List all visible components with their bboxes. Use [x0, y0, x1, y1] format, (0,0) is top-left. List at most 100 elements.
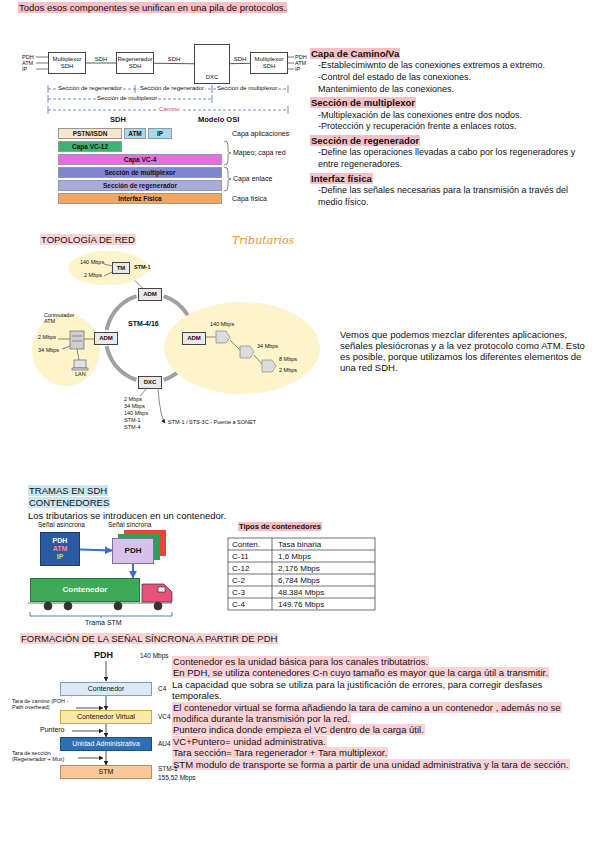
heading: Sección de multiplexor	[310, 97, 594, 109]
text: IP	[22, 66, 27, 72]
text-label: Conmutador ATM	[44, 312, 78, 325]
text-label: Tara de sección (Regenerador + Mux)	[12, 750, 76, 763]
heading: Tara sección= Tara regenerador + Tara mu…	[172, 747, 592, 758]
heading: Todos esos componentes se unifican en un…	[18, 3, 287, 14]
heading: En PDH, se utiliza contenedores C-n cuyo…	[172, 667, 592, 678]
text-label: 155,52 Mbps	[158, 774, 196, 781]
node-box: Regenerador SDH	[116, 52, 154, 74]
tributary-wires	[104, 264, 112, 266]
text: Vemos que podemos mezclar diferentes apl…	[340, 329, 585, 373]
text-label: VC4	[158, 713, 171, 720]
tributary-wires	[84, 339, 94, 340]
text-label: Capa enlace	[233, 175, 272, 183]
text-label: Señal síncrona	[108, 521, 151, 528]
node-text: Contenedor Virtual	[77, 713, 135, 721]
heading: FORMACIÓN DE LA SEÑAL SÍNCRONA A PARTIR …	[20, 634, 278, 645]
text-label: Vemos que podemos mezclar diferentes apl…	[340, 330, 590, 374]
tributary-wires	[206, 337, 216, 338]
overhead-arrows	[76, 708, 103, 709]
connector	[106, 724, 107, 737]
text: Tara de camino (POH - Path overhead)	[12, 698, 68, 710]
connector-label: SDH	[234, 56, 247, 62]
input-wires	[36, 57, 48, 58]
text: Interfaz física	[310, 173, 373, 184]
node-text: Unidad Administrativa	[72, 740, 140, 748]
text: VC4	[158, 713, 171, 720]
heading: Tipos de contenedores	[238, 523, 322, 532]
table-cell: Tasa binaria	[278, 540, 321, 549]
text-label: -Protección y recuperación frente a enla…	[310, 121, 594, 133]
input-wires	[36, 69, 48, 70]
text-label: ATM	[22, 60, 33, 66]
text: CONTENEDORES	[28, 497, 110, 508]
text: STM-1	[134, 264, 151, 270]
text: -Control del estado de las conexiones.	[318, 72, 471, 82]
text: Todos esos componentes se unifican en un…	[18, 2, 287, 13]
text: 2 Mbps	[124, 396, 142, 402]
text: C-11	[232, 552, 249, 561]
connector-label: SDH	[168, 56, 181, 62]
text-label: Señal asíncrona	[38, 521, 85, 528]
text: Sección de regenerador	[57, 85, 123, 91]
demultiplexer-symbols	[240, 346, 254, 358]
heading: Interfaz física	[310, 173, 594, 185]
text-label: 34 Mbps	[257, 343, 278, 349]
text: C-4	[232, 600, 245, 609]
demultiplexer-symbols	[216, 331, 230, 343]
node-text: ADM	[143, 291, 157, 298]
text-label: Sección de regenerador	[139, 85, 205, 92]
table-cell: 48.384 Mbps	[278, 588, 324, 597]
container-table-grid	[228, 538, 375, 610]
text: Sección de multiplexor	[96, 95, 158, 101]
protocol-layer-band: Sección de multiplexor	[58, 167, 222, 178]
text-label: -Control del estado de las conexiones.	[310, 72, 594, 84]
node-text: ATM	[53, 545, 68, 553]
node-box: ADM	[94, 332, 118, 345]
text: Capa física	[232, 195, 267, 202]
text: -Protección y recuperación frente a enla…	[318, 121, 517, 131]
text: Camino	[158, 106, 181, 112]
text: Puntero indica donde empieza el VC dentr…	[172, 724, 425, 735]
text: Capa enlace	[233, 175, 272, 182]
text: Contenedor es la unidad básica para los …	[172, 656, 429, 667]
text: 34 Mbps	[257, 343, 278, 349]
node-text: ATM	[128, 130, 142, 137]
text: Capa de Camino/Va	[310, 48, 400, 59]
text-label: IP	[295, 66, 300, 72]
text-label: STM-4/16	[128, 320, 159, 328]
text-label: STM-4	[124, 424, 141, 430]
table-cell: C-4	[232, 600, 245, 609]
text: Los tributarios se introducen en un cont…	[28, 510, 226, 521]
node-text: PSTN/ISDN	[73, 130, 108, 137]
input-wires	[36, 63, 48, 64]
text: -Define las señales necesarias para la t…	[318, 185, 568, 207]
text: PDH	[94, 650, 113, 660]
heading: Contenedor es la unidad básica para los …	[172, 656, 592, 667]
container-table-grid	[228, 538, 375, 610]
text-label: 2 Mbps	[279, 367, 297, 373]
table-cell: 149.76 Mbps	[278, 600, 324, 609]
tributary-wires	[58, 264, 262, 423]
demultiplexer-symbols	[262, 360, 276, 372]
protocol-layer-band: PSTN/ISDN	[58, 128, 122, 139]
tributary-wires	[230, 340, 240, 350]
text: 2 Mbps	[38, 334, 56, 340]
truck	[114, 602, 122, 610]
ring-link	[107, 346, 137, 380]
node-box: ADM	[138, 288, 162, 301]
tributary-wires	[254, 355, 262, 364]
node-text: Contenedor	[88, 685, 125, 693]
node-box: DXC	[194, 44, 230, 84]
node-box: STM	[60, 765, 152, 779]
node-box: PDH	[112, 538, 154, 564]
text-label: Trama STM	[85, 619, 122, 627]
text-label: Capa aplicaciones	[232, 130, 289, 138]
node-box: Unidad Administrativa	[60, 737, 152, 751]
text: Tasa binaria	[278, 540, 321, 549]
text-label: 140 Mbps	[124, 410, 148, 416]
text-label: C4	[158, 685, 166, 692]
truck	[44, 602, 52, 610]
overhead-arrows	[78, 758, 103, 759]
node-text: TM	[117, 265, 126, 272]
